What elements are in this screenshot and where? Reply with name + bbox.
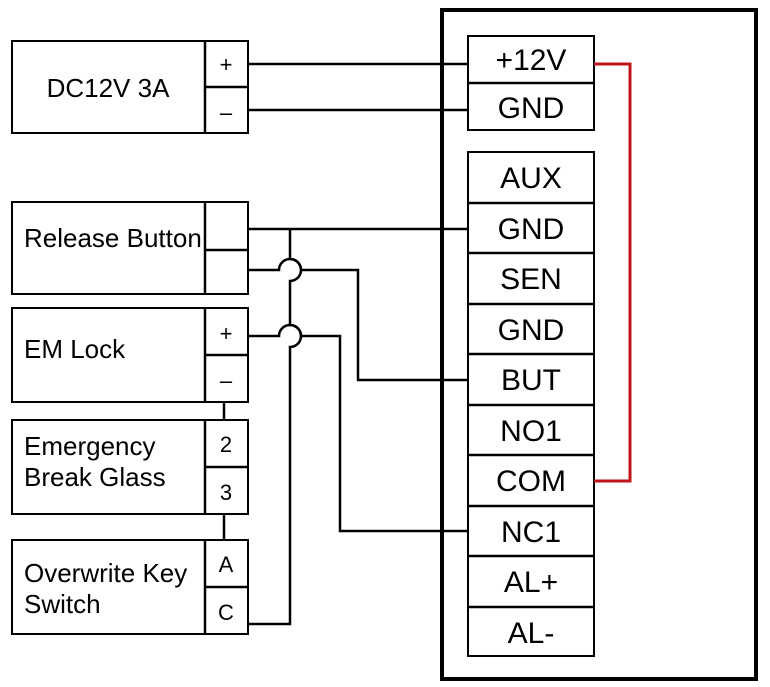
terminal-gnd-1: GND — [498, 213, 565, 246]
controller-power-terminal-block: +12V GND — [467, 35, 595, 131]
overwrite-key-switch-device: Overwrite Key Switch A C — [11, 539, 249, 635]
release-button-device: Release Button — [11, 201, 249, 295]
wire-em-lock-to-nc1 — [248, 323, 468, 533]
break-glass-terminal-3: 3 — [220, 480, 232, 505]
terminal-sen: SEN — [500, 263, 562, 296]
em-lock-label: EM Lock — [24, 334, 126, 364]
terminal-power-gnd: GND — [498, 92, 565, 125]
terminal-aux: AUX — [500, 162, 562, 195]
terminal-al-minus: AL- — [508, 617, 555, 650]
controller-frame — [440, 8, 758, 681]
controller-main-terminal-block: AUX GND SEN GND BUT NO1 COM NC1 AL+ AL- — [467, 151, 595, 657]
emergency-break-glass-device: Emergency Break Glass 2 3 — [11, 419, 249, 515]
break-glass-terminal-2: 2 — [220, 432, 232, 457]
key-switch-terminal-a: A — [219, 552, 234, 577]
terminal-gnd-2: GND — [498, 314, 565, 347]
terminal-al-plus: AL+ — [504, 566, 558, 599]
power-supply-plus: + — [220, 52, 233, 77]
wires — [222, 62, 632, 626]
em-lock-plus: + — [220, 321, 233, 346]
break-glass-label-line-2: Break Glass — [24, 462, 166, 492]
release-button-label: Release Button — [24, 223, 202, 253]
power-supply-device: DC12V 3A + – — [11, 40, 249, 134]
em-lock-minus: – — [220, 368, 233, 393]
power-supply-label: DC12V 3A — [47, 73, 170, 103]
terminal-but: BUT — [501, 364, 561, 397]
terminal-com: COM — [496, 465, 566, 498]
terminal-no1: NO1 — [500, 415, 562, 448]
wire-common-ground-to-key-switch-c — [248, 229, 303, 626]
terminal-nc1: NC1 — [501, 516, 561, 549]
key-switch-terminal-c: C — [218, 600, 234, 625]
jumper-12v-to-com — [594, 62, 632, 483]
release-button-outline — [11, 201, 249, 295]
key-switch-label-line-1: Overwrite Key — [24, 558, 187, 588]
break-glass-label-line-1: Emergency — [24, 431, 156, 461]
power-supply-minus: – — [220, 100, 233, 125]
em-lock-device: EM Lock + – — [11, 307, 249, 403]
wire-release-to-but — [248, 257, 468, 382]
terminal-12v: +12V — [496, 44, 567, 77]
key-switch-label-line-2: Switch — [24, 589, 101, 619]
